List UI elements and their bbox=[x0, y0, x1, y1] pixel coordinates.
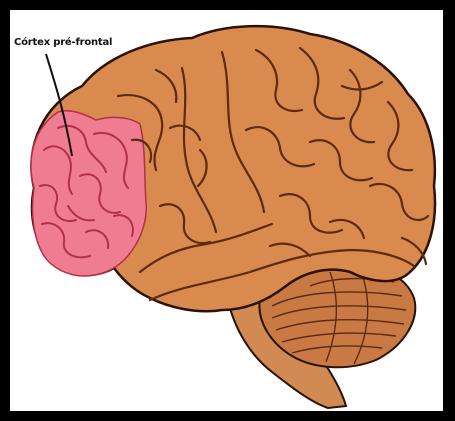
prefrontal-cortex-region bbox=[31, 111, 146, 276]
image-canvas: Córtex pré-frontal bbox=[10, 10, 443, 411]
prefrontal-cortex-label: Córtex pré-frontal bbox=[14, 37, 112, 48]
brain-illustration bbox=[10, 10, 443, 411]
